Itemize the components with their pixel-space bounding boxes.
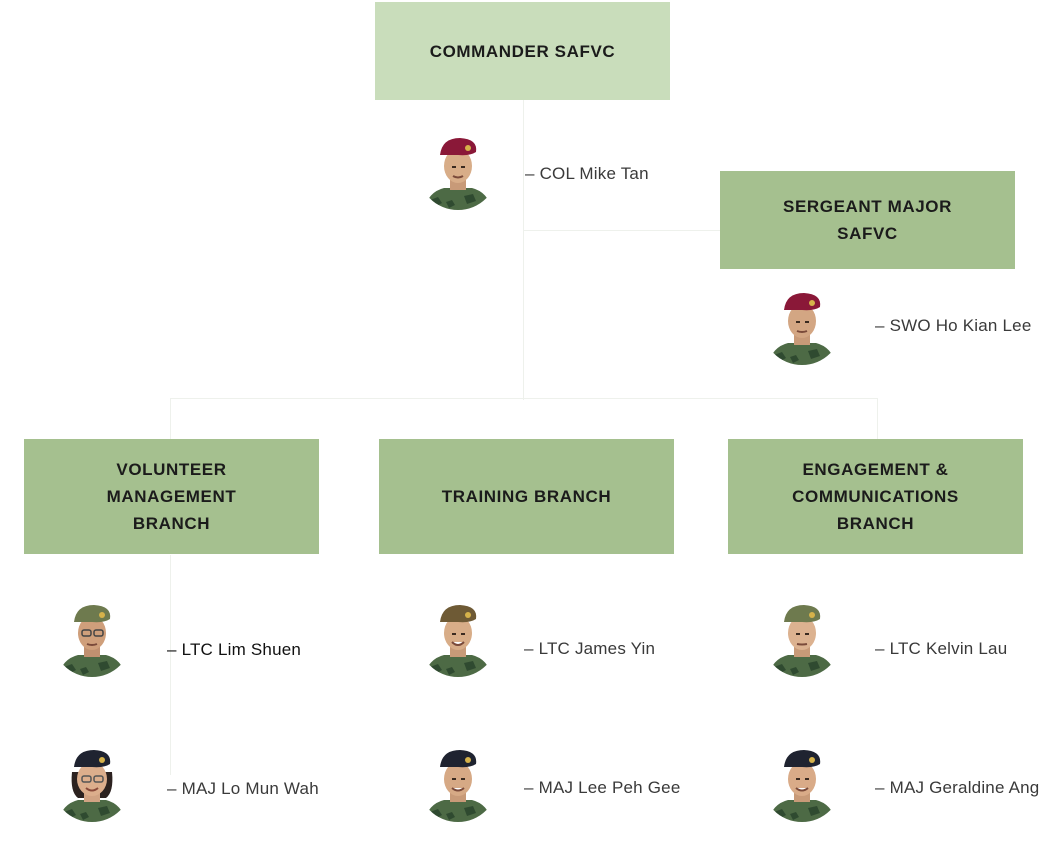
commander-title: COMMANDER SAFVC <box>429 41 616 61</box>
portrait-icon <box>418 597 498 677</box>
avatar-maj-lee-peh-gee <box>418 742 498 822</box>
connector-commander-vertical <box>523 100 524 400</box>
name-maj-geraldine-ang: – MAJ Geraldine Ang <box>875 778 1040 797</box>
training-branch-title: TRAINING BRANCH <box>441 487 612 506</box>
sergeant-major-box: SERGEANT MAJOR SAFVC <box>720 171 1015 269</box>
volunteer-management-branch-title: VOLUNTEER MANAGEMENT BRANCH <box>106 460 237 533</box>
connector-sgtmajor-horizontal <box>523 230 720 231</box>
connector-volunteer-vertical <box>170 398 171 440</box>
training-branch-box: TRAINING BRANCH <box>379 439 674 554</box>
connector-volunteer-below <box>170 555 171 775</box>
name-maj-lee-peh-gee: – MAJ Lee Peh Gee <box>524 778 681 797</box>
portrait-icon <box>418 742 498 822</box>
name-ltc-kelvin-lau: – LTC Kelvin Lau <box>875 639 1008 658</box>
name-maj-lo-mun-wah: – MAJ Lo Mun Wah <box>167 779 319 798</box>
portrait-icon <box>52 597 132 677</box>
avatar-ltc-lim-shuen <box>52 597 132 677</box>
name-ltc-lim-shuen: – LTC Lim Shuen <box>167 640 302 659</box>
commander-box: COMMANDER SAFVC <box>375 2 670 100</box>
avatar-col-mike-tan <box>418 130 498 210</box>
engagement-communications-branch-title: ENGAGEMENT & COMMUNICATIONS BRANCH <box>792 460 959 533</box>
avatar-maj-lo-mun-wah <box>52 742 132 822</box>
avatar-swo-ho-kian-lee <box>762 285 842 365</box>
connector-branches-horizontal <box>170 398 878 399</box>
avatar-ltc-james-yin <box>418 597 498 677</box>
sergeant-major-title: SERGEANT MAJOR SAFVC <box>783 197 952 243</box>
engagement-communications-branch-box: ENGAGEMENT & COMMUNICATIONS BRANCH <box>728 439 1023 554</box>
connector-engagement-vertical <box>877 398 878 440</box>
avatar-ltc-kelvin-lau <box>762 597 842 677</box>
portrait-icon <box>52 742 132 822</box>
name-swo-ho-kian-lee: – SWO Ho Kian Lee <box>875 316 1032 335</box>
name-ltc-james-yin: – LTC James Yin <box>524 639 656 658</box>
avatar-maj-geraldine-ang <box>762 742 842 822</box>
portrait-icon <box>762 597 842 677</box>
volunteer-management-branch-box: VOLUNTEER MANAGEMENT BRANCH <box>24 439 319 554</box>
portrait-icon <box>762 285 842 365</box>
portrait-icon <box>762 742 842 822</box>
portrait-icon <box>418 130 498 210</box>
name-col-mike-tan: – COL Mike Tan <box>525 164 649 183</box>
